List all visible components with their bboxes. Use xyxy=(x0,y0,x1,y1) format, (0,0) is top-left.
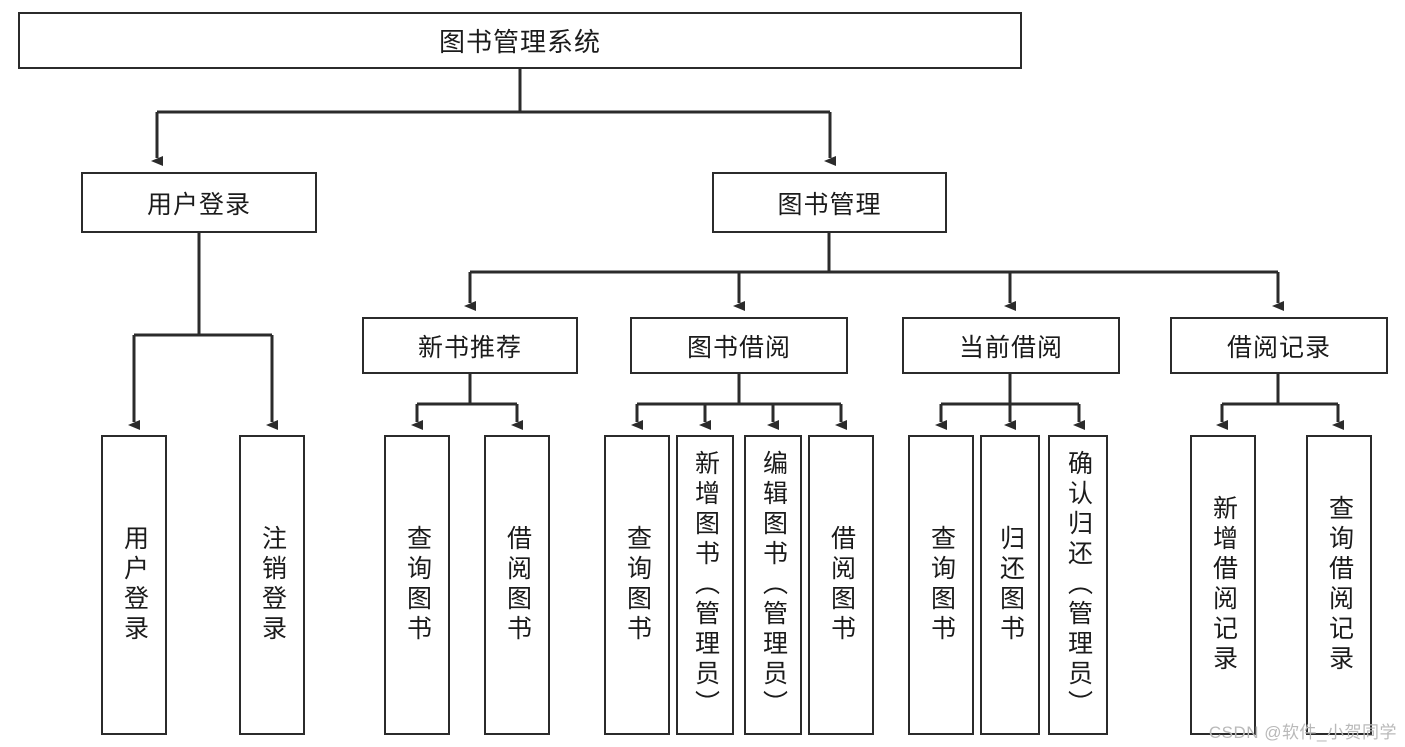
node-label: 借阅图书 xyxy=(827,525,856,645)
node-label: 查询图书 xyxy=(403,525,432,645)
node-label: 查询图书 xyxy=(623,525,652,645)
node-label: 确认归还（管理员） xyxy=(1064,450,1093,720)
leaf-new-book-query-book[interactable]: 查询图书 xyxy=(384,435,450,735)
node-label: 归还图书 xyxy=(996,525,1025,645)
node-label: 查询图书 xyxy=(927,525,956,645)
node-book-borrow[interactable]: 图书借阅 xyxy=(630,317,848,374)
node-new-book-recommend[interactable]: 新书推荐 xyxy=(362,317,578,374)
node-label: 查询借阅记录 xyxy=(1325,495,1354,675)
leaf-user-login-logout[interactable]: 注销登录 xyxy=(239,435,305,735)
node-label: 当前借阅 xyxy=(958,333,1063,362)
leaf-book-borrow-add-book-admin[interactable]: 新增图书（管理员） xyxy=(676,435,734,735)
node-label: 图书借阅 xyxy=(686,333,791,362)
leaf-current-borrow-query-book[interactable]: 查询图书 xyxy=(908,435,974,735)
leaf-book-borrow-borrow-book[interactable]: 借阅图书 xyxy=(808,435,874,735)
leaf-new-book-borrow-book[interactable]: 借阅图书 xyxy=(484,435,550,735)
leaf-borrow-record-add-record[interactable]: 新增借阅记录 xyxy=(1190,435,1256,735)
node-label: 用户登录 xyxy=(120,525,149,645)
node-book-management[interactable]: 图书管理 xyxy=(712,172,947,233)
node-current-borrow[interactable]: 当前借阅 xyxy=(902,317,1120,374)
node-label: 用户登录 xyxy=(146,190,251,219)
node-root-book-management-system[interactable]: 图书管理系统 xyxy=(18,12,1022,69)
leaf-user-login-login[interactable]: 用户登录 xyxy=(101,435,167,735)
leaf-borrow-record-query-record[interactable]: 查询借阅记录 xyxy=(1306,435,1372,735)
node-borrow-record[interactable]: 借阅记录 xyxy=(1170,317,1388,374)
node-label: 新书推荐 xyxy=(417,333,522,362)
node-label: 图书管理 xyxy=(777,190,882,219)
node-label: 图书管理系统 xyxy=(438,27,601,57)
node-label: 新增借阅记录 xyxy=(1209,495,1238,675)
leaf-book-borrow-edit-book-admin[interactable]: 编辑图书（管理员） xyxy=(744,435,802,735)
node-label: 借阅图书 xyxy=(503,525,532,645)
node-label: 编辑图书（管理员） xyxy=(759,450,788,720)
node-label: 新增图书（管理员） xyxy=(691,450,720,720)
watermark-csdn: CSDN @软件_小贺同学 xyxy=(1208,723,1397,742)
node-user-login[interactable]: 用户登录 xyxy=(81,172,317,233)
node-label: 借阅记录 xyxy=(1226,333,1331,362)
leaf-current-borrow-confirm-return-admin[interactable]: 确认归还（管理员） xyxy=(1048,435,1108,735)
leaf-book-borrow-query-book[interactable]: 查询图书 xyxy=(604,435,670,735)
leaf-current-borrow-return-book[interactable]: 归还图书 xyxy=(980,435,1040,735)
node-label: 注销登录 xyxy=(258,525,287,645)
